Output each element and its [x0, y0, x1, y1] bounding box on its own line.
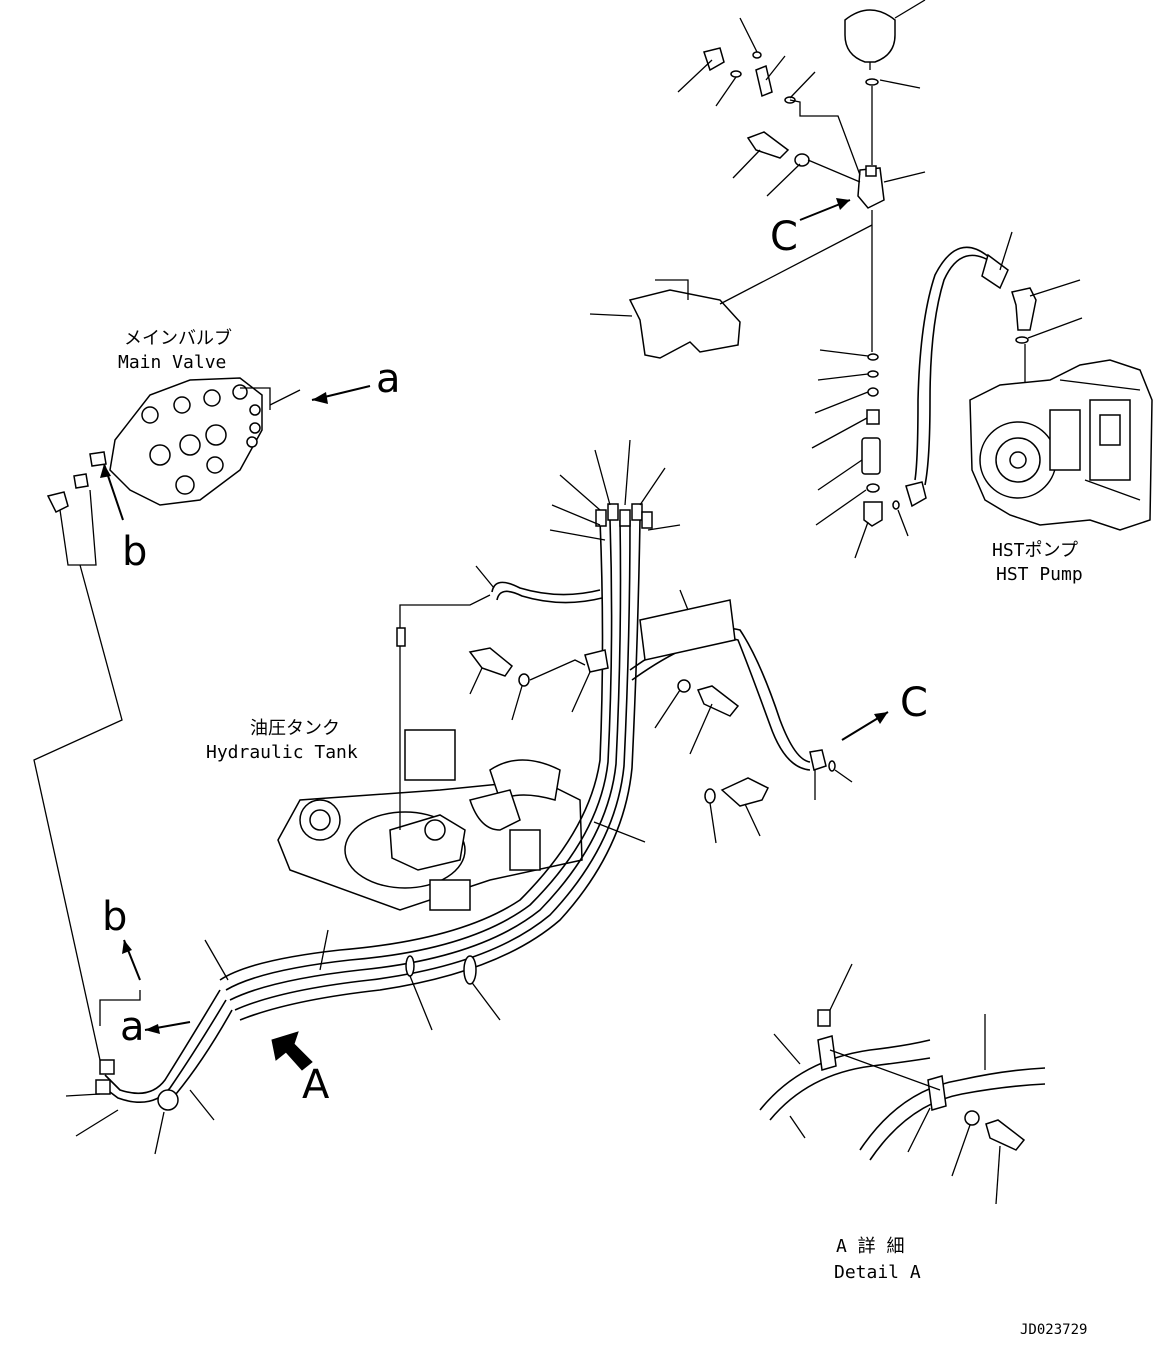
detail-a-label-en: Detail A — [834, 1262, 921, 1283]
hst-pump-assembly: HSTポンプ HST Pump — [905, 231, 1153, 585]
view-A-marker: A — [302, 1062, 330, 1108]
hydraulic-tank-assembly: 油圧タンク Hydraulic Tank — [206, 565, 603, 911]
main-valve-label-ja: メインバルブ — [124, 327, 232, 349]
hst-pump-label-en: HST Pump — [996, 564, 1083, 585]
main-hose-bundle: C b — [65, 439, 928, 1155]
drawing-number: JD023729 — [1020, 1322, 1087, 1338]
view-a-marker-lower: a — [120, 1004, 145, 1050]
view-b-marker-lower: b — [102, 894, 127, 940]
accumulator-assembly: C — [589, 0, 926, 559]
detail-a: A 詳 細 Detail A — [759, 963, 1046, 1283]
main-valve-label-en: Main Valve — [118, 352, 226, 373]
hst-pump-label-ja: HSTポンプ — [992, 540, 1078, 561]
hydraulic-tank-label-ja: 油圧タンク — [250, 718, 340, 739]
hydraulic-tank-label-en: Hydraulic Tank — [206, 742, 358, 763]
view-c-marker-upper: C — [770, 214, 798, 260]
view-b-marker-upper: b — [122, 529, 147, 575]
main-valve-assembly: メインバルブ Main Valve a b — [33, 327, 401, 1061]
view-c-marker-right: C — [900, 680, 928, 726]
detail-a-label-ja: A 詳 細 — [836, 1236, 905, 1257]
view-a-marker-upper: a — [376, 356, 401, 402]
